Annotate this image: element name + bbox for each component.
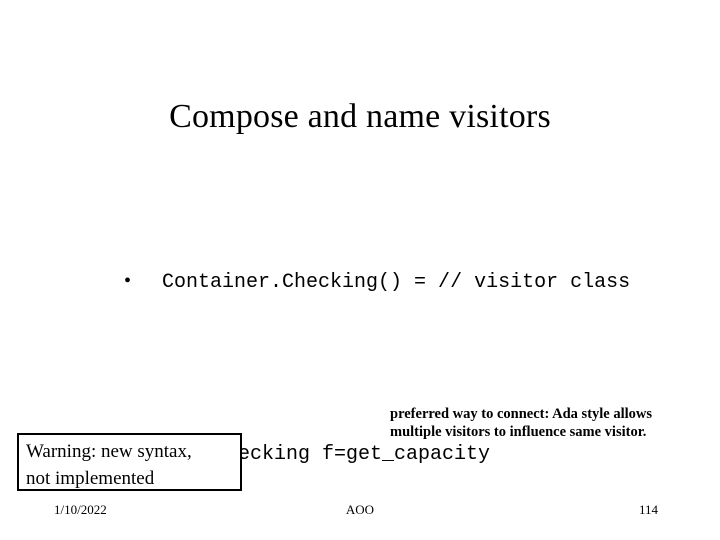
bullet-list-item: • Container.Checking() = // visitor class [52, 229, 692, 335]
code-line-text: Checking f=get_capacity [214, 443, 491, 466]
warning-callout-box: Warning: new syntax, not implemented [17, 433, 242, 491]
code-line-text: Container.Checking() = // visitor class [162, 270, 631, 294]
bullet-marker-icon: • [124, 269, 132, 292]
footer-page-number: 114 [638, 502, 658, 517]
warning-text-line-2: not implemented [26, 468, 155, 489]
slide-footer: 1/10/2022 AOO 114 [0, 501, 720, 521]
warning-text-line-1: Warning: new syntax, [26, 441, 192, 462]
side-annotation-note: preferred way to connect: Ada style allo… [390, 406, 653, 440]
page-title: Compose and name visitors [169, 97, 551, 135]
footer-date: 1/10/2022 [54, 502, 107, 517]
footer-label: AOO [345, 502, 375, 517]
